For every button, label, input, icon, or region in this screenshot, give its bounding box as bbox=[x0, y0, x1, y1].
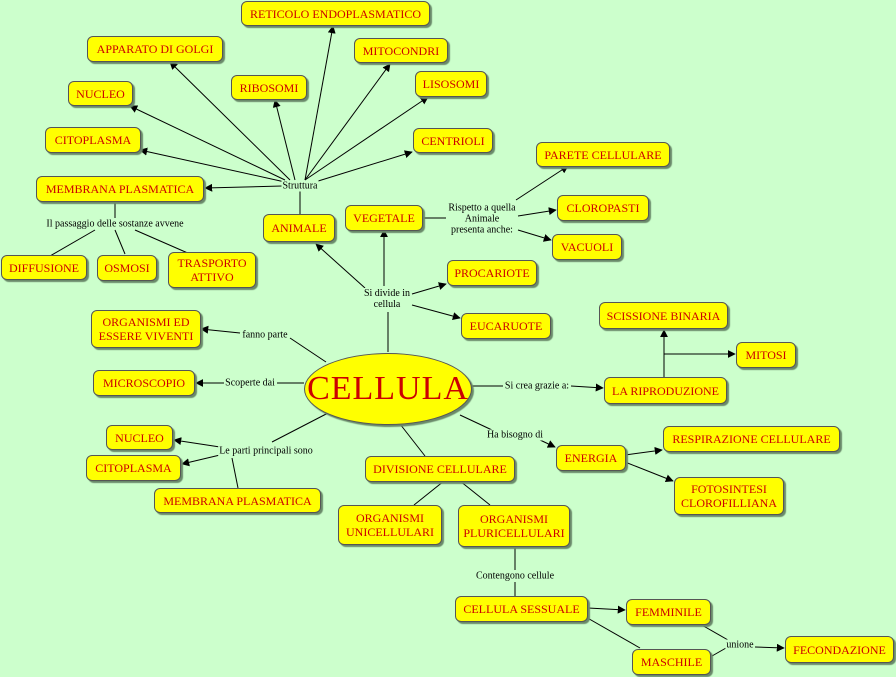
link-struttura-lisosomi bbox=[304, 96, 429, 181]
link-sessuale-maschile bbox=[583, 615, 641, 649]
node-maschile[interactable]: MASCHILE bbox=[632, 649, 711, 675]
link-rispetto-vacuoli bbox=[517, 229, 552, 242]
node-cloropasti[interactable]: CLOROPASTI bbox=[557, 195, 649, 221]
node-cellula[interactable]: CELLULA bbox=[304, 353, 472, 425]
link-passaggio-osmosi bbox=[114, 229, 126, 255]
label-rispetto-animale: Rispetto a quella Animale presenta anche… bbox=[447, 202, 517, 236]
node-energia[interactable]: ENERGIA bbox=[556, 445, 626, 471]
node-vacuoli[interactable]: VACUOLI bbox=[552, 234, 622, 260]
node-microscopio[interactable]: MICROSCOPIO bbox=[93, 370, 195, 396]
node-mitocondri[interactable]: MITOCONDRI bbox=[354, 38, 448, 63]
link-maschile-unione bbox=[711, 647, 727, 657]
node-trasporto-attivo[interactable]: TRASPORTO ATTIVO bbox=[168, 252, 256, 288]
label-contengono: Contengono cellule bbox=[474, 570, 556, 582]
link-habisogno-energia bbox=[539, 439, 556, 448]
link-rispetto-cloropasti bbox=[517, 207, 557, 217]
label-ha-bisogno: Ha bisogno di bbox=[485, 429, 545, 441]
link-struttura-mitocondri bbox=[304, 63, 391, 181]
node-vegetale[interactable]: VEGETALE bbox=[345, 205, 423, 231]
link-energia-fotosintesi bbox=[624, 461, 674, 483]
link-parti-membrana bbox=[231, 457, 239, 489]
node-membrana-plasmatica-parti[interactable]: MEMBRANA PLASMATICA bbox=[154, 488, 321, 513]
node-parete-cellulare[interactable]: PARETE CELLULARE bbox=[536, 142, 670, 167]
link-struttura-golgi bbox=[169, 61, 291, 181]
label-si-crea: Si crea grazie a: bbox=[503, 380, 571, 392]
link-femminile-unione bbox=[699, 623, 729, 641]
node-mitosi[interactable]: MITOSI bbox=[736, 342, 796, 368]
node-nucleo-struttura[interactable]: NUCLEO bbox=[68, 81, 133, 106]
link-sidivide-animale bbox=[315, 243, 366, 289]
node-eucariote[interactable]: EUCARUOTE bbox=[461, 313, 551, 339]
label-passaggio-sostanze: Il passaggio delle sostanze avvene bbox=[45, 218, 185, 230]
node-divisione-cellulare[interactable]: DIVISIONE CELLULARE bbox=[365, 456, 515, 482]
node-scissione-binaria[interactable]: SCISSIONE BINARIA bbox=[599, 302, 728, 329]
link-passaggio-diffusione bbox=[49, 229, 96, 257]
link-struttura-membrana bbox=[204, 183, 283, 192]
label-fanno-parte: fanno parte bbox=[241, 329, 289, 341]
link-struttura-nucleo bbox=[129, 105, 286, 181]
node-lisosomi[interactable]: LISOSOMI bbox=[415, 71, 487, 97]
node-organismi-unicellulari[interactable]: ORGANISMI UNICELLULARI bbox=[338, 505, 442, 545]
node-citoplasma-struttura[interactable]: CITOPLASMA bbox=[45, 127, 141, 153]
link-struttura-reticolo bbox=[304, 25, 336, 181]
node-ribosomi[interactable]: RIBOSOMI bbox=[231, 75, 307, 100]
node-osmosi[interactable]: OSMOSI bbox=[97, 255, 157, 281]
node-apparato-di-golgi[interactable]: APPARATO DI GOLGI bbox=[87, 36, 223, 62]
node-nucleo-parti[interactable]: NUCLEO bbox=[106, 425, 173, 450]
node-centrioli[interactable]: CENTRIOLI bbox=[413, 128, 493, 153]
link-cellula-parti bbox=[271, 411, 331, 443]
link-parti-nucleo bbox=[173, 437, 221, 448]
link-sidivide-eucariote bbox=[411, 304, 461, 320]
node-organismi-viventi[interactable]: ORGANISMI ED ESSERE VIVENTI bbox=[91, 310, 201, 348]
link-passaggio-trasporto bbox=[134, 229, 191, 255]
node-reticolo-endoplasmatico[interactable]: RETICOLO ENDOPLASMATICO bbox=[241, 1, 430, 26]
link-parti-citoplasma bbox=[181, 454, 221, 467]
node-procariote[interactable]: PROCARIOTE bbox=[447, 260, 537, 286]
link-rispetto-parete bbox=[515, 165, 569, 201]
link-energia-respirazione bbox=[624, 447, 663, 456]
node-citoplasma-parti[interactable]: CITOPLASMA bbox=[86, 455, 181, 481]
node-femminile[interactable]: FEMMINILE bbox=[626, 599, 711, 625]
label-scoperte-dai: Scoperte dai bbox=[224, 377, 276, 389]
node-animale[interactable]: ANIMALE bbox=[263, 214, 335, 242]
node-respirazione-cellulare[interactable]: RESPIRAZIONE CELLULARE bbox=[663, 426, 840, 452]
link-cellula-habisogno bbox=[459, 414, 493, 431]
link-struttura-ribosomi bbox=[272, 99, 296, 181]
node-fecondazione[interactable]: FECONDAZIONE bbox=[785, 636, 894, 663]
label-unione: unione bbox=[725, 639, 755, 651]
label-struttura: Struttura bbox=[281, 180, 319, 192]
link-struttura-centrioli bbox=[314, 150, 413, 183]
node-la-riproduzione[interactable]: LA RIPRODUZIONE bbox=[604, 377, 727, 404]
link-struttura-citoplasma bbox=[139, 147, 286, 183]
link-cellula-fannoparte bbox=[289, 337, 327, 363]
node-diffusione[interactable]: DIFFUSIONE bbox=[1, 255, 87, 280]
link-sidivide-procariote bbox=[411, 282, 447, 295]
node-fotosintesi-clorofilliana[interactable]: FOTOSINTESI CLOROFILLIANA bbox=[674, 477, 784, 515]
node-membrana-plasmatica-struttura[interactable]: MEMBRANA PLASMATICA bbox=[36, 176, 204, 202]
node-organismi-pluricellulari[interactable]: ORGANISMI PLURICELLULARI bbox=[458, 505, 570, 547]
node-cellula-sessuale[interactable]: CELLULA SESSUALE bbox=[455, 596, 588, 622]
link-divisione-pluricellulari bbox=[459, 480, 491, 506]
link-unione-fecondazione bbox=[754, 643, 785, 652]
link-cellula-divisione bbox=[399, 423, 426, 457]
link-sessuale-femminile bbox=[587, 605, 626, 614]
label-si-divide: Si divide in cellula bbox=[362, 288, 412, 310]
link-divisione-unicellulari bbox=[413, 480, 445, 506]
link-fannoparte-organismi bbox=[200, 325, 241, 334]
label-parti-principali: Le parti principali sono bbox=[218, 445, 314, 457]
link-sicrea-riproduzione bbox=[570, 383, 604, 392]
